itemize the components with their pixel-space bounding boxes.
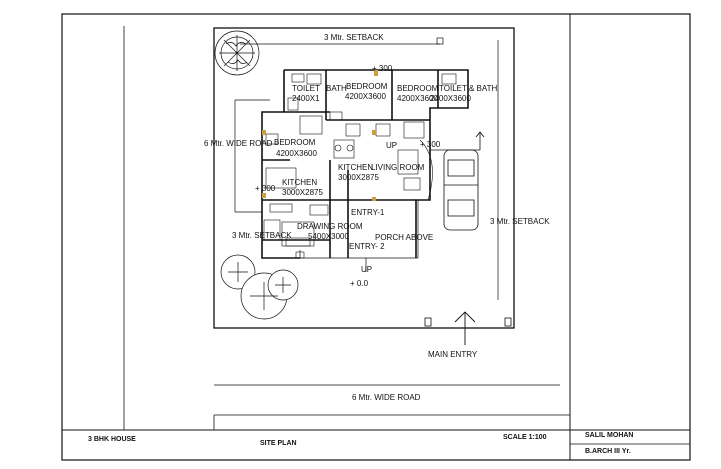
setback-left-label: 3 Mtr. SETBACK (232, 231, 292, 240)
level-300-right-label: + 300 (420, 140, 441, 149)
room-bedroom-right: BEDROOM (397, 84, 439, 93)
road-left-label: 6 Mtr. WIDE ROAD (204, 139, 273, 148)
setback-right-label: 3 Mtr. SETBACK (490, 217, 550, 226)
building-walls (261, 69, 469, 259)
room-bedroom-top: BEDROOM (346, 82, 388, 91)
room-drawing-room-dim: 5400X3000 (308, 232, 349, 241)
entry-1-label: ENTRY-1 (351, 208, 385, 217)
room-toilet-left: TOILET (292, 84, 320, 93)
tree-top-left (214, 30, 260, 76)
room-toilet-bath-right: TOILET & BATH (439, 84, 498, 93)
level-00-label: + 0.0 (350, 279, 369, 288)
car-icon (443, 149, 479, 231)
up-label-2: UP (361, 265, 373, 274)
main-entry-arrow (454, 311, 476, 345)
up-label-1: UP (386, 141, 398, 150)
setback-top-label: 3 Mtr. SETBACK (324, 33, 384, 42)
room-kitchen-left: KITCHEN (282, 178, 318, 187)
gate-post-left (424, 317, 432, 327)
setback-top-post (436, 37, 444, 45)
title-project: 3 BHK HOUSE (88, 436, 136, 443)
room-living-room: LIVING ROOM (371, 163, 425, 172)
level-300-left-label: + 300 (255, 184, 276, 193)
entry-2-label: ENTRY- 2 (349, 242, 385, 251)
room-kitchen-left-dim: 3000X2875 (282, 188, 323, 197)
title-course: B.ARCH III Yr. (585, 448, 631, 455)
title-sheet: SITE PLAN (260, 440, 297, 447)
level-300-top-label: + 300 (372, 64, 393, 73)
room-bedroom-right-dim: 4200X3600 (397, 94, 438, 103)
room-kitchen-mid-dim: 3000X2875 (338, 173, 379, 182)
door-markers (262, 70, 378, 201)
room-bedroom-left-dim: 4200X3600 (276, 149, 317, 158)
trees-bottom-left (220, 254, 299, 320)
main-entry-label: MAIN ENTRY (428, 350, 478, 359)
room-kitchen-mid: KITCHEN (338, 163, 374, 172)
sheet-border (61, 13, 691, 461)
room-toilet-left-dim: 2400X1 (292, 94, 320, 103)
up-arrow-right (430, 131, 485, 151)
gate-post-right (504, 317, 512, 327)
title-author: SALIL MOHAN (585, 432, 634, 439)
room-bath-left: BATH (326, 84, 347, 93)
room-bedroom-left: BEDROOM (274, 138, 316, 147)
plot-boundary (213, 27, 515, 329)
furniture (263, 73, 457, 259)
room-drawing-room: DRAWING ROOM (297, 222, 363, 231)
room-toilet-bath-right-dim: 2400X3600 (430, 94, 471, 103)
title-scale: SCALE 1:100 (503, 434, 547, 441)
road-bottom-label: 6 Mtr. WIDE ROAD (352, 393, 421, 402)
room-bedroom-top-dim: 4200X3600 (345, 92, 386, 101)
porch-label: PORCH ABOVE (375, 233, 434, 242)
